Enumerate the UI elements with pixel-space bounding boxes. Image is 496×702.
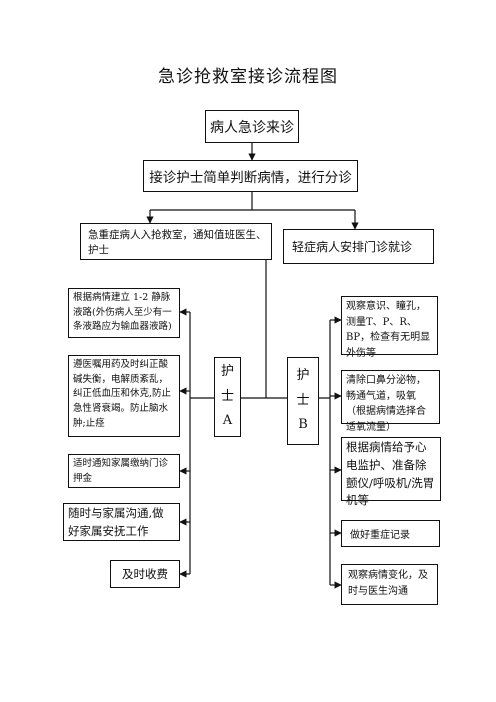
right-task-1-text: 观察意识、瞳孔，测量T、P、R、BP，检查有无明显外伤等 — [346, 301, 431, 359]
nurse-b-char-2: 士 — [296, 392, 310, 408]
left-task-4: 随时与家属沟通,做好家属安抚工作 — [63, 503, 180, 541]
arrival-box: 病人急诊来诊 — [205, 110, 299, 143]
nurse-a-box: 护 士 A — [214, 357, 241, 437]
right-task-2: 清除口鼻分泌物，畅通气道，吸氧（根据病情选择合适氧流量） — [341, 370, 440, 433]
left-task-1-text: 根据病情建立 1-2 静脉液路(外伤病人至少有一条液路应为输血器液路) — [73, 292, 172, 333]
nurse-b-char-1: 护 — [296, 367, 310, 383]
left-task-5-text: 及时收费 — [122, 567, 168, 581]
nurse-b-char-3: B — [298, 417, 308, 433]
left-task-4-text: 随时与家属沟通,做好家属安抚工作 — [68, 506, 164, 538]
right-task-3: 根据病情给予心电监护、准备除颤仪/呼吸机/洗胃机等 — [341, 437, 441, 507]
right-task-2-text: 清除口鼻分泌物，畅通气道，吸氧（根据病情选择合适氧流量） — [346, 375, 426, 433]
left-task-3: 适时通知家属缴纳门诊押金 — [68, 454, 180, 488]
arrival-label: 病人急诊来诊 — [210, 119, 294, 136]
mild-label: 轻症病人安排门诊就诊 — [292, 240, 413, 254]
triage-box: 接诊护士简单判断病情，进行分诊 — [143, 160, 358, 192]
triage-label: 接诊护士简单判断病情，进行分诊 — [149, 170, 352, 186]
page-title: 急诊抢救室接诊流程图 — [158, 67, 338, 87]
severe-label: 急重症病人入抢救室，通知值班医生、护士 — [88, 228, 267, 256]
left-task-5: 及时收费 — [110, 560, 180, 588]
nurse-a-char-2: 士 — [220, 388, 234, 404]
right-task-4-text: 做好重症记录 — [350, 530, 410, 541]
severe-box: 急重症病人入抢救室，通知值班医生、护士 — [80, 223, 272, 260]
left-task-2: 遵医嘱用药及时纠正酸碱失衡，电解质紊乱，纠正低血压和休克,防止急性肾衰竭。防止脑… — [68, 355, 180, 437]
nurse-b-box: 护 士 B — [287, 357, 319, 445]
mild-box: 轻症病人安排门诊就诊 — [283, 229, 434, 264]
left-task-2-text: 遵医嘱用药及时纠正酸碱失衡，电解质紊乱，纠正低血压和休克,防止急性肾衰竭。防止脑… — [73, 359, 172, 429]
right-task-1: 观察意识、瞳孔，测量T、P、R、BP，检查有无明显外伤等 — [341, 296, 438, 359]
right-task-4: 做好重症记录 — [341, 520, 440, 547]
nurse-a-char-3: A — [222, 413, 233, 429]
right-task-3-text: 根据病情给予心电监护、准备除颤仪/呼吸机/洗胃机等 — [346, 440, 435, 508]
right-task-5: 观察病情变化，及时与医生沟通 — [341, 564, 438, 605]
left-task-3-text: 适时通知家属缴纳门诊押金 — [73, 458, 169, 484]
right-task-5-text: 观察病情变化，及时与医生沟通 — [348, 570, 428, 597]
nurse-a-char-1: 护 — [220, 363, 234, 379]
left-task-1: 根据病情建立 1-2 静脉液路(外伤病人至少有一条液路应为输血器液路) — [68, 288, 180, 338]
